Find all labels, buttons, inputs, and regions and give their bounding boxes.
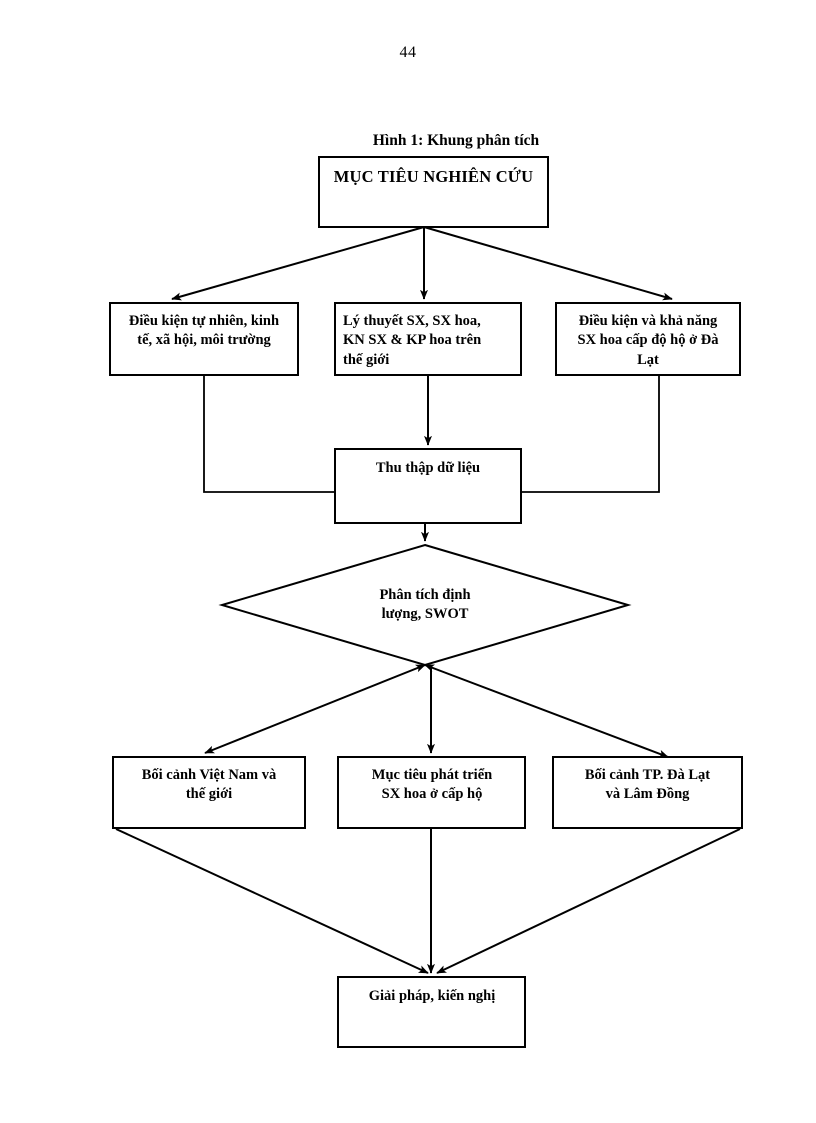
node-conditions-natural-label: Điều kiện tự nhiên, kinh tế, xã hội, môi… <box>128 313 280 349</box>
edge-conditions-natural-to-data-collection <box>203 375 335 493</box>
node-solutions <box>337 976 526 1048</box>
node-theory <box>334 302 522 376</box>
node-conditions-natural <box>109 302 299 376</box>
node-data-collection-label: Thu thập dữ liệu <box>375 460 481 476</box>
node-objective <box>318 156 549 228</box>
edge-objective-to-conditions-natural <box>171 226 425 301</box>
node-context-vietnam-label: Bối cảnh Việt Nam và thế giới <box>141 767 277 803</box>
edge-context-dalat-to-solutions <box>436 828 741 974</box>
edge-analysis-to-context-vietnam <box>204 664 426 754</box>
edge-objective-to-conditions-capacity <box>423 226 673 301</box>
node-development-goal-label: Mục tiêu phát triển SX hoa ở cấp hộ <box>371 767 493 803</box>
node-conditions-capacity-label: Điều kiện và khả năng SX hoa cấp độ hộ ở… <box>577 313 719 368</box>
node-context-vietnam <box>112 756 306 829</box>
node-context-dalat <box>552 756 743 829</box>
node-solutions-label: Giải pháp, kiến nghị <box>368 988 496 1004</box>
page-number: 44 <box>399 44 417 61</box>
edge-conditions-capacity-to-data-collection <box>521 375 660 493</box>
node-development-goal <box>337 756 526 829</box>
node-analysis-label: Phân tích định lượng, SWOT <box>379 587 471 623</box>
node-context-dalat-label: Bối cảnh TP. Đà Lạt và Lâm Đồng <box>584 767 711 803</box>
node-conditions-capacity <box>555 302 741 376</box>
node-data-collection <box>334 448 522 524</box>
figure-title: Hình 1: Khung phân tích <box>372 132 540 149</box>
edge-context-vietnam-to-solutions <box>115 828 429 974</box>
edge-analysis-to-context-dalat <box>424 664 669 758</box>
node-objective-label: MỤC TIÊU NGHIÊN CỨU <box>333 167 534 186</box>
node-theory-label: Lý thuyết SX, SX hoa, KN SX & KP hoa trê… <box>343 313 482 368</box>
